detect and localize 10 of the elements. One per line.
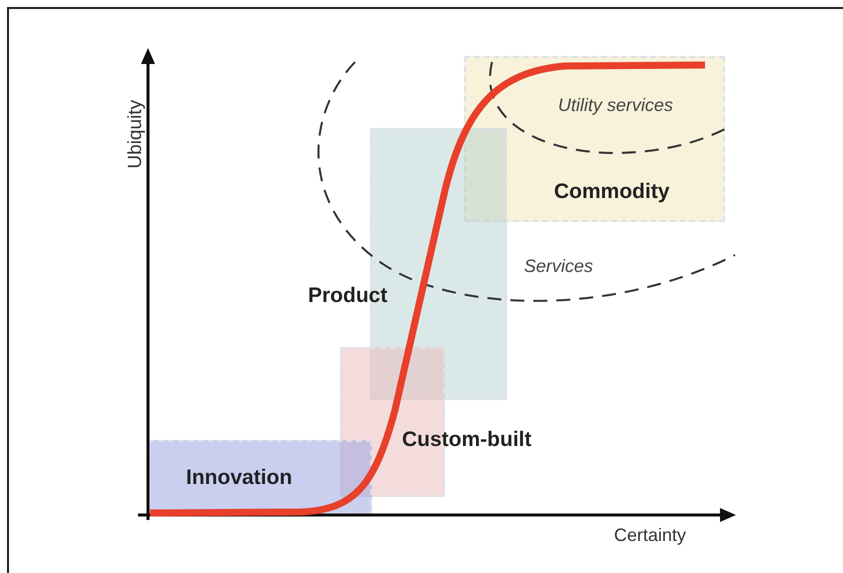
stage-label: Custom-built bbox=[402, 427, 532, 453]
region-label: Utility services bbox=[558, 94, 674, 117]
region-label: Services bbox=[524, 255, 594, 278]
stage-region bbox=[464, 56, 725, 222]
axis-label: Certainty bbox=[614, 524, 686, 547]
stage-label: Commodity bbox=[554, 179, 670, 205]
axis-label: Ubiquity bbox=[124, 100, 148, 169]
stage-region bbox=[148, 440, 372, 515]
stage-label: Innovation bbox=[186, 465, 292, 491]
stage-label: Product bbox=[308, 283, 388, 309]
